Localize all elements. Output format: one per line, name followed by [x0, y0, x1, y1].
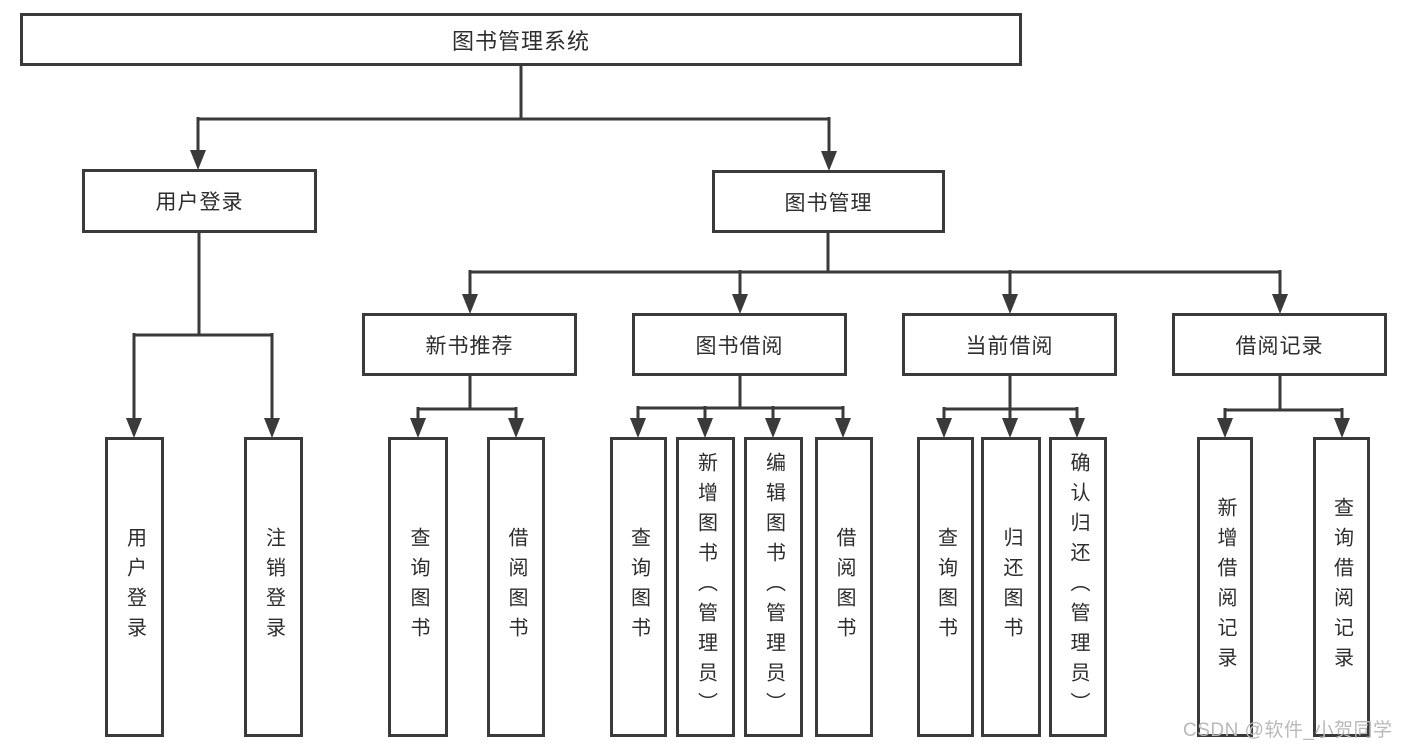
- leaf-user-login: 用户登录: [105, 437, 164, 737]
- leaf-logout-label: 注销登录: [262, 527, 285, 647]
- leaf-add-book-admin: 新增图书（管理员）: [676, 437, 735, 737]
- node-new-book-recommend: 新书推荐: [362, 313, 577, 376]
- leaf-return-books-label: 归还图书: [1000, 527, 1022, 647]
- leaf-logout: 注销登录: [244, 437, 303, 737]
- leaf-return-books: 归还图书: [981, 437, 1041, 737]
- leaf-query-borrow-record-label: 查询借阅记录: [1330, 497, 1353, 677]
- node-book-management: 图书管理: [712, 170, 945, 233]
- leaf-add-borrow-record-label: 新增借阅记录: [1214, 497, 1236, 677]
- leaf-confirm-return-admin: 确认归还（管理员）: [1049, 437, 1107, 737]
- node-borrowing-records: 借阅记录: [1172, 313, 1387, 376]
- leaf-add-borrow-record: 新增借阅记录: [1197, 437, 1253, 737]
- leaf-query-books-current: 查询图书: [917, 437, 974, 737]
- leaf-borrow-books-recommend-label: 借阅图书: [505, 527, 527, 647]
- leaf-query-books-recommend: 查询图书: [388, 437, 448, 737]
- leaf-confirm-return-admin-label: 确认归还（管理员）: [1067, 452, 1089, 722]
- leaf-borrow-books-recommend: 借阅图书: [487, 437, 545, 737]
- leaf-edit-book-admin: 编辑图书（管理员）: [744, 437, 803, 737]
- leaf-borrow-books-borrowing-label: 借阅图书: [833, 527, 855, 647]
- watermark: CSDN @软件_小贺同学: [1183, 720, 1393, 741]
- leaf-query-books-borrowing-label: 查询图书: [627, 527, 650, 647]
- leaf-query-borrow-record: 查询借阅记录: [1313, 437, 1370, 737]
- node-user-login: 用户登录: [82, 169, 317, 233]
- leaf-query-books-borrowing: 查询图书: [610, 437, 667, 737]
- leaf-add-book-admin-label: 新增图书（管理员）: [694, 452, 717, 722]
- node-current-borrowing: 当前借阅: [902, 313, 1117, 376]
- leaf-borrow-books-borrowing: 借阅图书: [815, 437, 873, 737]
- leaf-user-login-label: 用户登录: [123, 527, 146, 647]
- node-root: 图书管理系统: [20, 13, 1022, 66]
- leaf-query-books-recommend-label: 查询图书: [407, 527, 429, 647]
- leaf-edit-book-admin-label: 编辑图书（管理员）: [762, 452, 785, 722]
- leaf-query-books-current-label: 查询图书: [934, 527, 957, 647]
- node-book-borrowing: 图书借阅: [632, 313, 847, 376]
